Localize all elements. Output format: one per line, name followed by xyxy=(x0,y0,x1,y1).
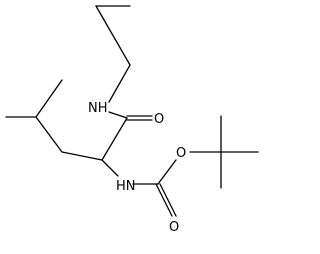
skeletal-formula: NH O HN O O xyxy=(5,5,259,235)
bond-ch-methyl-up xyxy=(35,79,63,118)
bond-carbamate-co-2 xyxy=(159,183,177,217)
atom-o-carbonyl-top: O xyxy=(154,112,164,127)
bond-propyl-ch2-n xyxy=(108,64,131,103)
atom-nh-top: NH xyxy=(88,101,108,116)
bond-alpha-nh xyxy=(101,159,119,177)
bond-alpha-ch2 xyxy=(61,151,103,161)
bond-carbamate-co-1 xyxy=(155,183,173,217)
bond-carbamate-oester xyxy=(157,159,177,185)
atom-o-ester: O xyxy=(176,146,186,161)
bond-n-amide-carbon xyxy=(108,111,128,119)
bond-propyl-ch2-ch2 xyxy=(95,5,131,66)
bond-amide-alpha xyxy=(101,117,128,161)
atom-hn-bottom: HN xyxy=(116,179,136,194)
atom-o-carbonyl-bottom: O xyxy=(169,220,179,235)
bond-ch2-ch xyxy=(35,116,63,153)
